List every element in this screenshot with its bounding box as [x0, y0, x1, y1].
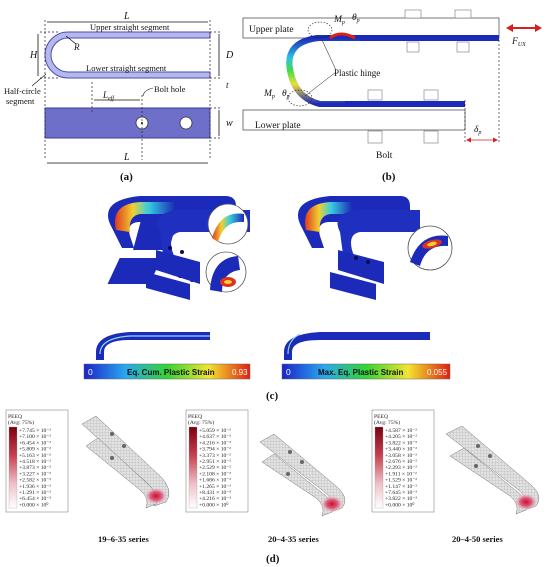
svg-text:(Avg: 75%): (Avg: 75%) — [374, 419, 400, 426]
label-mp-lower: Mp — [263, 89, 275, 100]
svg-text:+3.873 × 10⁻²: +3.873 × 10⁻² — [19, 465, 51, 471]
label-theta-lower: θp — [282, 89, 290, 100]
svg-text:+4.587 × 10⁻²: +4.587 × 10⁻² — [385, 428, 417, 434]
colorbar-left-max: 0.93 — [232, 368, 248, 377]
bolt-hole-2 — [179, 116, 193, 130]
peeq-legend-2: PEEQ (Avg: 75%) +5.059 × 10⁻² +4.637 × 1… — [185, 409, 249, 513]
svg-text:+7.100 × 10⁻²: +7.100 × 10⁻² — [19, 434, 51, 440]
svg-text:+2.676 × 10⁻²: +2.676 × 10⁻² — [385, 459, 417, 465]
svg-text:+7.745 × 10⁻²: +7.745 × 10⁻² — [19, 428, 51, 434]
svg-text:+3.227 × 10⁻²: +3.227 × 10⁻² — [19, 471, 51, 477]
label-half-circle-1: Half-circle — [4, 86, 41, 96]
label-mp-upper: Mp — [333, 15, 345, 26]
panel-d-peeq: PEEQ (Avg: 75%) +7.745 × 10⁻² +7.100 × 1… — [5, 409, 540, 565]
panel-c-strain-maps: 0 Eq. Cum. Plastic Strain 0.93 0 Max. Eq… — [83, 196, 453, 402]
caption-a: (a) — [120, 171, 133, 183]
svg-text:+3.440 × 10⁻²: +3.440 × 10⁻² — [385, 447, 417, 453]
svg-text:+2.108 × 10⁻²: +2.108 × 10⁻² — [199, 471, 231, 477]
svg-text:+3.373 × 10⁻²: +3.373 × 10⁻² — [199, 453, 231, 459]
svg-text:+3.794 × 10⁻²: +3.794 × 10⁻² — [199, 447, 231, 453]
svg-text:+0.000 × 10⁰: +0.000 × 10⁰ — [385, 501, 415, 508]
svg-text:+1.686 × 10⁻²: +1.686 × 10⁻² — [199, 478, 231, 484]
svg-text:+8.431 × 10⁻³: +8.431 × 10⁻³ — [199, 490, 231, 496]
svg-text:+5.809 × 10⁻²: +5.809 × 10⁻² — [19, 447, 51, 453]
svg-text:PEEQ: PEEQ — [8, 414, 22, 420]
dim-R: R — [73, 42, 80, 52]
mesh-model-3 — [445, 425, 540, 515]
dim-Leff: Leff — [102, 90, 115, 102]
svg-text:+1.936 × 10⁻²: +1.936 × 10⁻² — [19, 484, 51, 490]
label-force: FUX — [511, 37, 526, 48]
dim-w: w — [226, 118, 233, 129]
svg-text:(Avg: 75%): (Avg: 75%) — [8, 419, 34, 426]
svg-text:+0.000 × 10⁰: +0.000 × 10⁰ — [19, 501, 49, 508]
colorbar-right-min: 0 — [286, 367, 291, 377]
label-bolt-hole: Bolt hole — [154, 84, 186, 94]
panel-b-fea: Upper plate Lower plate Plastic hinge Bo… — [242, 9, 542, 183]
svg-text:+5.163 × 10⁻²: +5.163 × 10⁻² — [19, 453, 51, 459]
svg-text:+2.582 × 10⁻²: +2.582 × 10⁻² — [19, 478, 51, 484]
fea-model-right — [298, 196, 420, 300]
label-lower-plate: Lower plate — [255, 121, 301, 131]
svg-text:+7.645 × 10⁻³: +7.645 × 10⁻³ — [385, 490, 417, 496]
svg-text:+3.058 × 10⁻²: +3.058 × 10⁻² — [385, 453, 417, 459]
colorbar-right — [281, 363, 451, 380]
dim-t: t — [226, 80, 229, 90]
label-plastic-hinge: Plastic hinge — [334, 68, 380, 78]
series-label-3: 20–4-50 series — [452, 534, 503, 544]
label-delta: δp — [474, 125, 481, 136]
svg-text:+2.293 × 10⁻²: +2.293 × 10⁻² — [385, 465, 417, 471]
svg-text:PEEQ: PEEQ — [188, 414, 202, 420]
label-upper-segment: Upper straight segment — [90, 22, 170, 32]
svg-text:+0.000 × 10⁰: +0.000 × 10⁰ — [199, 501, 229, 508]
colorbar-left-label: Eq. Cum. Plastic Strain — [127, 368, 215, 377]
zoom-detail-left — [205, 203, 249, 293]
svg-text:+1.147 × 10⁻²: +1.147 × 10⁻² — [385, 484, 417, 490]
caption-c: (c) — [266, 390, 279, 402]
svg-text:+5.059 × 10⁻²: +5.059 × 10⁻² — [199, 428, 231, 434]
dim-D: D — [225, 50, 234, 61]
colorbar-right-max: 0.055 — [427, 368, 448, 377]
colorbar-left-min: 0 — [88, 367, 93, 377]
svg-text:+4.216 × 10⁻²: +4.216 × 10⁻² — [199, 440, 231, 446]
svg-text:+1.291 × 10⁻²: +1.291 × 10⁻² — [19, 490, 51, 496]
svg-text:+2.529 × 10⁻²: +2.529 × 10⁻² — [199, 465, 231, 471]
caption-d: (d) — [266, 553, 280, 565]
svg-text:+3.822 × 10⁻²: +3.822 × 10⁻² — [385, 440, 417, 446]
svg-text:+6.454 × 10⁻²: +6.454 × 10⁻² — [19, 440, 51, 446]
colorbar-right-label: Max. Eq. Plastic Strain — [318, 368, 403, 377]
dim-L-bottom: L — [123, 152, 130, 163]
svg-text:+4.216 × 10⁻³: +4.216 × 10⁻³ — [199, 496, 231, 502]
label-bolt: Bolt — [376, 151, 393, 161]
label-lower-segment: Lower straight segment — [86, 63, 167, 73]
dim-L-top: L — [123, 11, 130, 22]
label-upper-plate: Upper plate — [249, 25, 294, 35]
svg-text:+3.822 × 10⁻³: +3.822 × 10⁻³ — [385, 496, 417, 502]
svg-text:+1.911 × 10⁻²: +1.911 × 10⁻² — [385, 471, 417, 477]
caption-b: (b) — [382, 171, 396, 183]
svg-text:+2.951 × 10⁻²: +2.951 × 10⁻² — [199, 459, 231, 465]
svg-text:PEEQ: PEEQ — [374, 414, 388, 420]
label-half-circle-2: segment — [6, 96, 35, 106]
dim-H: H — [29, 50, 38, 61]
peeq-legend-3: PEEQ (Avg: 75%) +4.587 × 10⁻² +4.205 × 1… — [371, 409, 435, 513]
svg-text:+4.205 × 10⁻²: +4.205 × 10⁻² — [385, 434, 417, 440]
zoom-detail-right — [407, 225, 453, 271]
series-label-1: 19–6-35 series — [98, 534, 149, 544]
colorbar-left — [83, 363, 251, 380]
svg-text:+4.637 × 10⁻²: +4.637 × 10⁻² — [199, 434, 231, 440]
mesh-model-1 — [81, 415, 170, 509]
series-label-2: 20–4-35 series — [268, 534, 319, 544]
svg-text:+4.518 × 10⁻²: +4.518 × 10⁻² — [19, 459, 51, 465]
label-theta-upper: θp — [352, 13, 360, 24]
svg-text:(Avg: 75%): (Avg: 75%) — [188, 419, 214, 426]
peeq-legend-1: PEEQ (Avg: 75%) +7.745 × 10⁻² +7.100 × 1… — [5, 409, 69, 513]
panel-a-geometry: L H R D t Leff w L Upper straight segmen… — [4, 11, 234, 183]
svg-text:+6.454 × 10⁻³: +6.454 × 10⁻³ — [19, 496, 51, 502]
svg-text:+1.265 × 10⁻²: +1.265 × 10⁻² — [199, 484, 231, 490]
mesh-model-2 — [259, 433, 346, 517]
svg-text:+1.529 × 10⁻²: +1.529 × 10⁻² — [385, 478, 417, 484]
